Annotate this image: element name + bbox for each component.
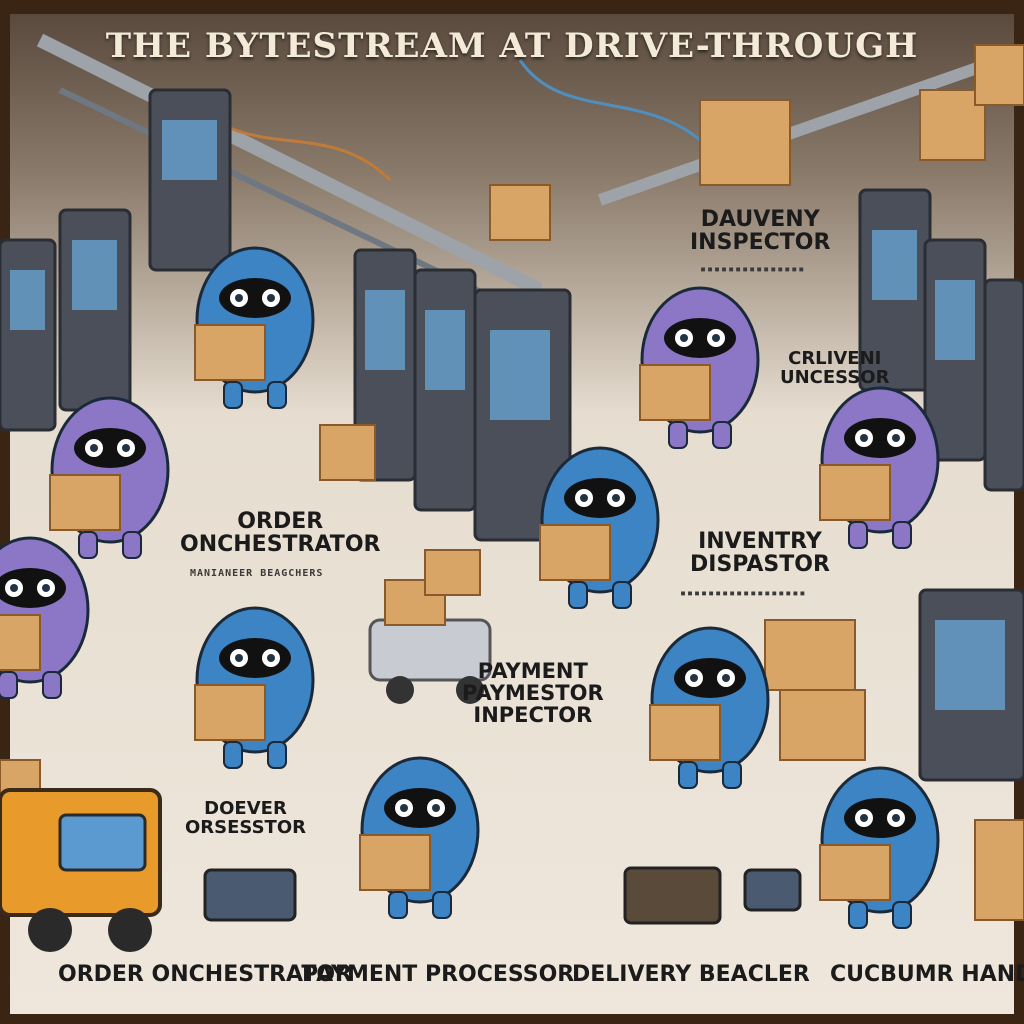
bottom-label-customer: CUCBUMR HANDL: [830, 962, 1024, 987]
robot-10: [819, 766, 940, 929]
label-delivery-inspector-sub: ▪▪▪▪▪▪▪▪▪▪▪▪▪▪▪: [700, 264, 806, 275]
label-order-orchestrator: ORDER ONCHESTRATOR: [180, 509, 381, 558]
robot-9: [359, 756, 480, 919]
robot-4: [194, 606, 315, 769]
label-driver-orchestrator: DOEVER ORSESSTOR: [185, 798, 306, 838]
robot-7: [539, 446, 660, 609]
robot-8: [649, 626, 770, 789]
label-client-processor: CRLIVENI UNCESSOR: [780, 348, 890, 388]
label-inventory-dispatcher: INVENTRY DISPASTOR: [690, 529, 830, 578]
label-payment-inspector: PAYMENT PAYMESTOR INPECTOR: [462, 659, 604, 728]
bottom-label-delivery: DELIVERY BEACLER: [572, 962, 810, 987]
robot-6: [819, 386, 940, 549]
label-inventory-dispatcher-sub: ▪▪▪▪▪▪▪▪▪▪▪▪▪▪▪▪▪▪: [680, 588, 807, 599]
label-order-orchestrator-sub: MANIANEER BEAGCHERS: [190, 568, 324, 579]
robot-5: [639, 286, 760, 449]
bottom-label-payment: PAYMENT PROCESSOR: [302, 962, 575, 987]
poster-title: THE BYTESTREAM AT DRIVE-THROUGH: [105, 26, 919, 66]
robot-1: [194, 246, 315, 409]
bottom-label-order: ORDER ONCHESTRATOR: [58, 962, 352, 987]
robot-3: [0, 536, 90, 699]
robot-2: [49, 396, 170, 559]
label-delivery-inspector: DAUVENY INSPECTOR: [690, 207, 831, 256]
